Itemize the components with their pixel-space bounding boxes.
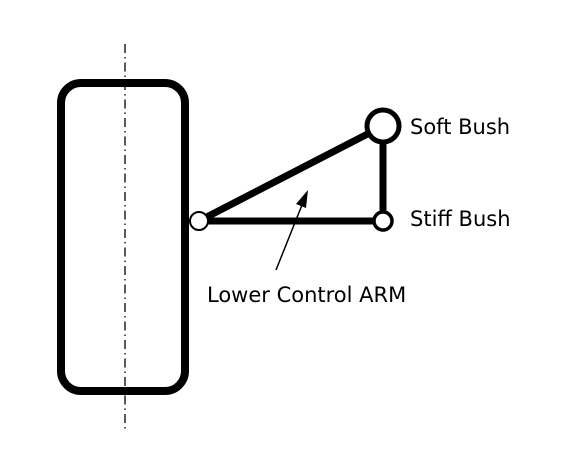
soft-bush-joint — [364, 107, 402, 145]
control-arm-diagonal-link — [197, 122, 385, 225]
stiff-bush-joint — [372, 210, 394, 232]
ball-joint — [189, 211, 209, 231]
soft-bush-label: Soft Bush — [410, 115, 510, 139]
lower-control-arm-label: Lower Control ARM — [207, 283, 406, 307]
pointer-arrow-shaft — [275, 204, 303, 271]
wheel-tire — [57, 79, 189, 395]
stiff-bush-label: Stiff Bush — [410, 207, 511, 231]
pointer-arrow-head — [296, 190, 308, 208]
